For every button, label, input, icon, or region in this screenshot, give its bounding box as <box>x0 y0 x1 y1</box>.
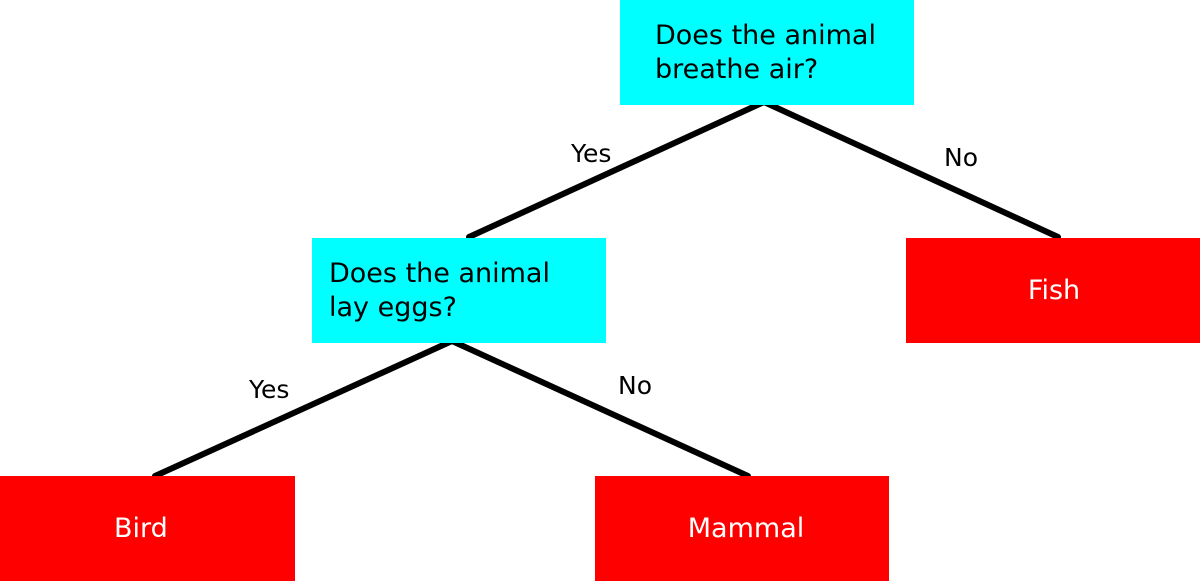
edge-root-no <box>761 99 1061 240</box>
edge-eggs-no <box>449 338 751 479</box>
root-no-label: No <box>944 143 978 172</box>
root-question-text: Does the animal breathe air? <box>655 19 876 85</box>
bird-leaf-node: Bird <box>0 476 295 581</box>
mammal-leaf-node: Mammal <box>595 476 889 581</box>
fish-leaf-text: Fish <box>1027 275 1081 306</box>
edge-root-yes <box>466 99 767 240</box>
eggs-no-label: No <box>618 371 652 400</box>
edge-eggs-yes <box>152 338 455 479</box>
eggs-question-node: Does the animal lay eggs? <box>312 238 606 343</box>
eggs-question-text: Does the animal lay eggs? <box>329 257 550 323</box>
root-question-node: Does the animal breathe air? <box>620 0 914 105</box>
mammal-leaf-text: Mammal <box>687 513 805 544</box>
root-yes-label: Yes <box>571 139 612 168</box>
eggs-yes-label: Yes <box>249 375 290 404</box>
fish-leaf-node: Fish <box>906 238 1200 343</box>
bird-leaf-text: Bird <box>114 513 168 544</box>
